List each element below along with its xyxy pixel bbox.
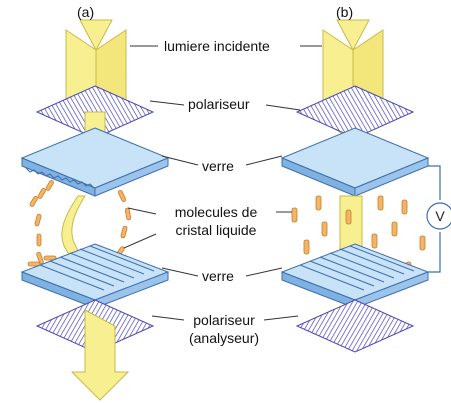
- label-molecules-line1: molecules de: [174, 204, 258, 220]
- label-analyzer: (analyseur): [188, 330, 260, 346]
- label-glass-top: verre: [202, 158, 234, 174]
- label-polarizer-top: polariseur: [188, 96, 250, 112]
- panel-b-wire: [428, 165, 441, 200]
- label-polarizer-bottom: polariseur: [193, 312, 255, 328]
- panel-a-output-arrow: [70, 309, 130, 401]
- label-leaders: [123, 45, 322, 321]
- panel-b-label: (b): [336, 4, 354, 20]
- panel-a-label: (a): [77, 4, 95, 20]
- panel-a-glass-bottom: [20, 243, 170, 309]
- voltmeter-label: V: [435, 208, 445, 224]
- panel-b-drawing: [280, 19, 451, 353]
- panel-b-glass-bottom: [280, 243, 430, 309]
- voltmeter-circle-icon: [426, 202, 451, 230]
- panel-b-polarizer-bottom: [295, 299, 415, 353]
- panel-b-wire-2: [428, 232, 441, 273]
- panel-b-glass-top: [280, 127, 430, 189]
- panel-a-drawing: [20, 19, 170, 401]
- label-incident-light: lumiere incidente: [164, 38, 270, 54]
- panel-a-glass-top: [20, 127, 170, 197]
- label-glass-bottom: verre: [202, 268, 234, 284]
- label-molecules-line2: cristal liquide: [175, 222, 257, 238]
